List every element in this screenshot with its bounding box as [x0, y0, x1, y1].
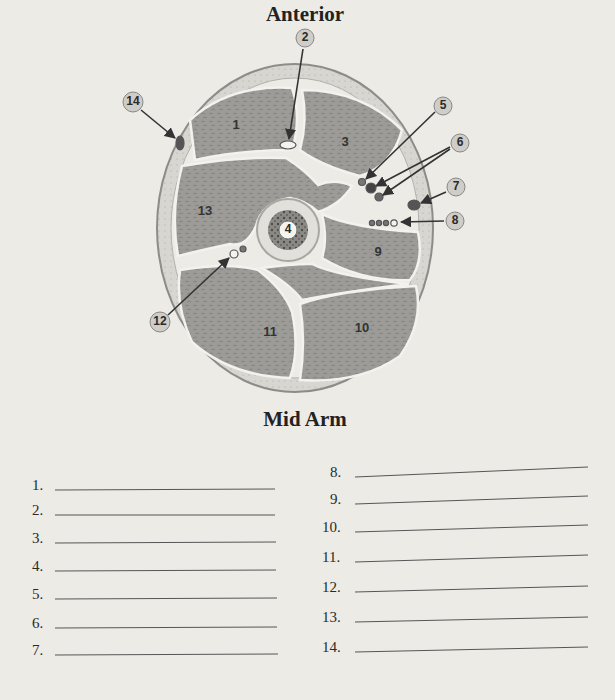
answer-line — [355, 525, 588, 532]
vessel-nerve — [391, 220, 397, 226]
answer-line — [55, 570, 276, 571]
answer-number: 11. — [322, 549, 340, 566]
vessel-nerve — [240, 246, 246, 252]
callout-circle — [123, 92, 143, 112]
answer-line — [355, 467, 588, 477]
answer-number: 4. — [32, 558, 43, 575]
arm-outline — [157, 64, 433, 392]
answer-number: 10. — [322, 519, 341, 536]
vessel-nerve — [176, 136, 420, 258]
vessel-nerve — [375, 193, 383, 201]
vessel-nerve — [359, 179, 366, 186]
answer-line — [55, 489, 275, 490]
answer-number: 9. — [330, 491, 341, 508]
answer-line — [55, 542, 276, 543]
answer-line — [355, 586, 588, 592]
callout-number: 3 — [341, 135, 348, 149]
answer-line — [55, 515, 275, 516]
callout-number: 1 — [232, 118, 239, 132]
answer-number: 7. — [32, 642, 43, 659]
answer-number: 3. — [32, 530, 43, 547]
callout-circle — [123, 29, 469, 332]
vessel-nerve — [230, 250, 238, 258]
leader-line — [421, 192, 446, 203]
answer-number: 5. — [32, 586, 43, 603]
vessel-nerve — [408, 200, 420, 210]
callout-number: 8 — [452, 214, 459, 227]
humerus-bone — [279, 221, 297, 239]
callout-circle — [447, 178, 465, 196]
answer-number: 12. — [322, 579, 341, 596]
answer-line — [355, 496, 588, 504]
vessel-nerve — [376, 220, 381, 225]
muscle — [300, 90, 402, 176]
answer-number: 13. — [322, 609, 341, 626]
humerus-bone — [257, 199, 319, 261]
answer-number: 6. — [32, 615, 43, 632]
answer-line — [55, 598, 277, 599]
leader-line — [141, 110, 175, 138]
answer-line — [55, 627, 277, 628]
humerus-bone — [268, 210, 308, 250]
answer-number: 8. — [330, 464, 341, 481]
arm-outline — [157, 64, 433, 392]
answer-line — [355, 617, 588, 622]
callout-circle — [434, 97, 452, 115]
callout-number: 9 — [374, 245, 381, 259]
vessel-nerve — [369, 220, 374, 225]
caption: Mid Arm — [263, 408, 346, 431]
muscle — [322, 214, 420, 280]
answer-number: 2. — [32, 502, 43, 519]
callout-number: 5 — [440, 99, 447, 112]
callout-number: 2 — [302, 31, 309, 44]
orientation-label: Anterior — [266, 3, 344, 26]
leader-line — [289, 49, 303, 139]
callout-number: 7 — [453, 180, 460, 193]
callout-circle — [446, 212, 464, 230]
answer-number: 14. — [322, 639, 341, 656]
callout-number: 14 — [126, 95, 139, 108]
humerus-bone — [257, 199, 319, 261]
callout-number: 11 — [263, 325, 277, 339]
muscle — [175, 88, 420, 381]
answer-line — [355, 647, 588, 652]
muscle — [190, 88, 297, 160]
muscle — [300, 286, 418, 381]
callout-number: 10 — [355, 321, 369, 335]
vessel-nerve — [366, 183, 376, 193]
leader-line — [141, 49, 450, 315]
leader-line — [366, 112, 435, 179]
answer-line — [55, 654, 278, 655]
callout-circle — [150, 312, 170, 332]
callout-circle — [296, 29, 314, 47]
muscle — [179, 266, 296, 378]
answer-number: 1. — [32, 477, 43, 494]
answer-line — [55, 467, 588, 655]
leader-line — [401, 221, 444, 222]
callout-number: 13 — [198, 204, 212, 218]
leader-line — [376, 147, 450, 186]
answer-line — [355, 555, 588, 562]
vessel-nerve — [383, 220, 388, 225]
leader-line — [383, 149, 450, 195]
callout-circle — [451, 134, 469, 152]
callout-number: 6 — [457, 136, 464, 149]
vessel-nerve — [176, 136, 184, 150]
callout-number: 4 — [285, 223, 292, 236]
vessel-nerve — [280, 141, 296, 149]
leader-line — [168, 258, 229, 315]
callout-number: 12 — [153, 315, 166, 328]
